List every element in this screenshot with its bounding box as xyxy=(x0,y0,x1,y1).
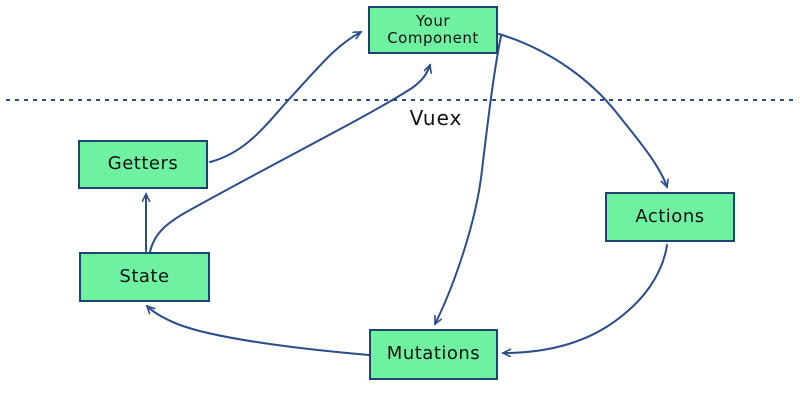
arrow-getters-to-your-component xyxy=(209,31,361,163)
vuex-store-label: Vuex xyxy=(409,106,463,130)
node-actions: Actions xyxy=(605,192,735,242)
node-getters: Getters xyxy=(78,140,208,189)
node-mutations: Mutations xyxy=(369,329,498,380)
arrow-your-component-to-actions xyxy=(498,33,667,187)
node-state: State xyxy=(79,252,210,302)
arrow-actions-to-mutations xyxy=(503,244,668,353)
arrow-your-component-to-mutations xyxy=(434,35,502,324)
arrow-mutations-to-state xyxy=(147,306,370,356)
node-your-component: Your Component xyxy=(368,6,498,54)
